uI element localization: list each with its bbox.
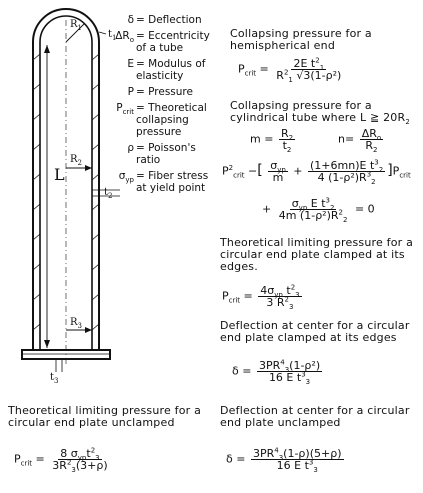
plate-unclamped-heading: Theoretical limiting pressure for a circ… — [8, 404, 202, 429]
label-t2: t2 — [104, 187, 113, 200]
label-r3: R3 — [70, 317, 82, 330]
tube-inner-wall — [39, 15, 93, 350]
cyl-heading: Collapsing pressure for a cylindrical tu… — [230, 99, 410, 127]
plate-clamped-heading: Theoretical limiting pressure for a circ… — [220, 236, 414, 273]
legend-item: P = Pressure — [127, 86, 193, 98]
defl-clamped-formula: δ = 3PR43(1-ρ²)16 E t33 — [232, 358, 323, 387]
defl-clamped-heading: Deflection at center for a circular end … — [220, 319, 410, 344]
hemi-formula: Pcrit = 2E t21 R21 √3(1-ρ²) — [238, 56, 342, 85]
legend-item: Pcrit = Theoretical collapsing pressure — [116, 102, 207, 138]
legend-item: E = Modulus of elasticity — [127, 58, 206, 82]
legend-item: δ = Deflection — [127, 14, 202, 26]
tube-outer-wall — [32, 8, 100, 350]
legend-item: σyp = Fiber stress at yield point — [118, 170, 209, 194]
label-t3: t3 — [50, 372, 59, 385]
legend-item: ρ = Poisson's ratio — [127, 142, 196, 166]
label-length: L — [54, 165, 65, 184]
defl-unclamped-heading: Deflection at center for a circular end … — [220, 404, 410, 429]
defl-unclamped-formula: δ = 3PR43(1-ρ)(5+ρ)16 E t33 — [226, 446, 344, 475]
hemi-heading: Collapsing pressure for a hemispherical … — [230, 27, 372, 52]
label-r2: R2 — [70, 154, 82, 167]
symbol-legend: δ = Deflection ΔRo = Eccentricity of a t… — [112, 14, 222, 194]
label-r1: R1 — [70, 19, 82, 32]
label-t1: t1 — [108, 29, 117, 42]
wall-hatching — [32, 53, 100, 331]
tube-diagram — [21, 8, 120, 372]
r1-dimension-line — [65, 23, 85, 43]
legend-item: ΔRo = Eccentricity of a tube — [115, 30, 210, 54]
